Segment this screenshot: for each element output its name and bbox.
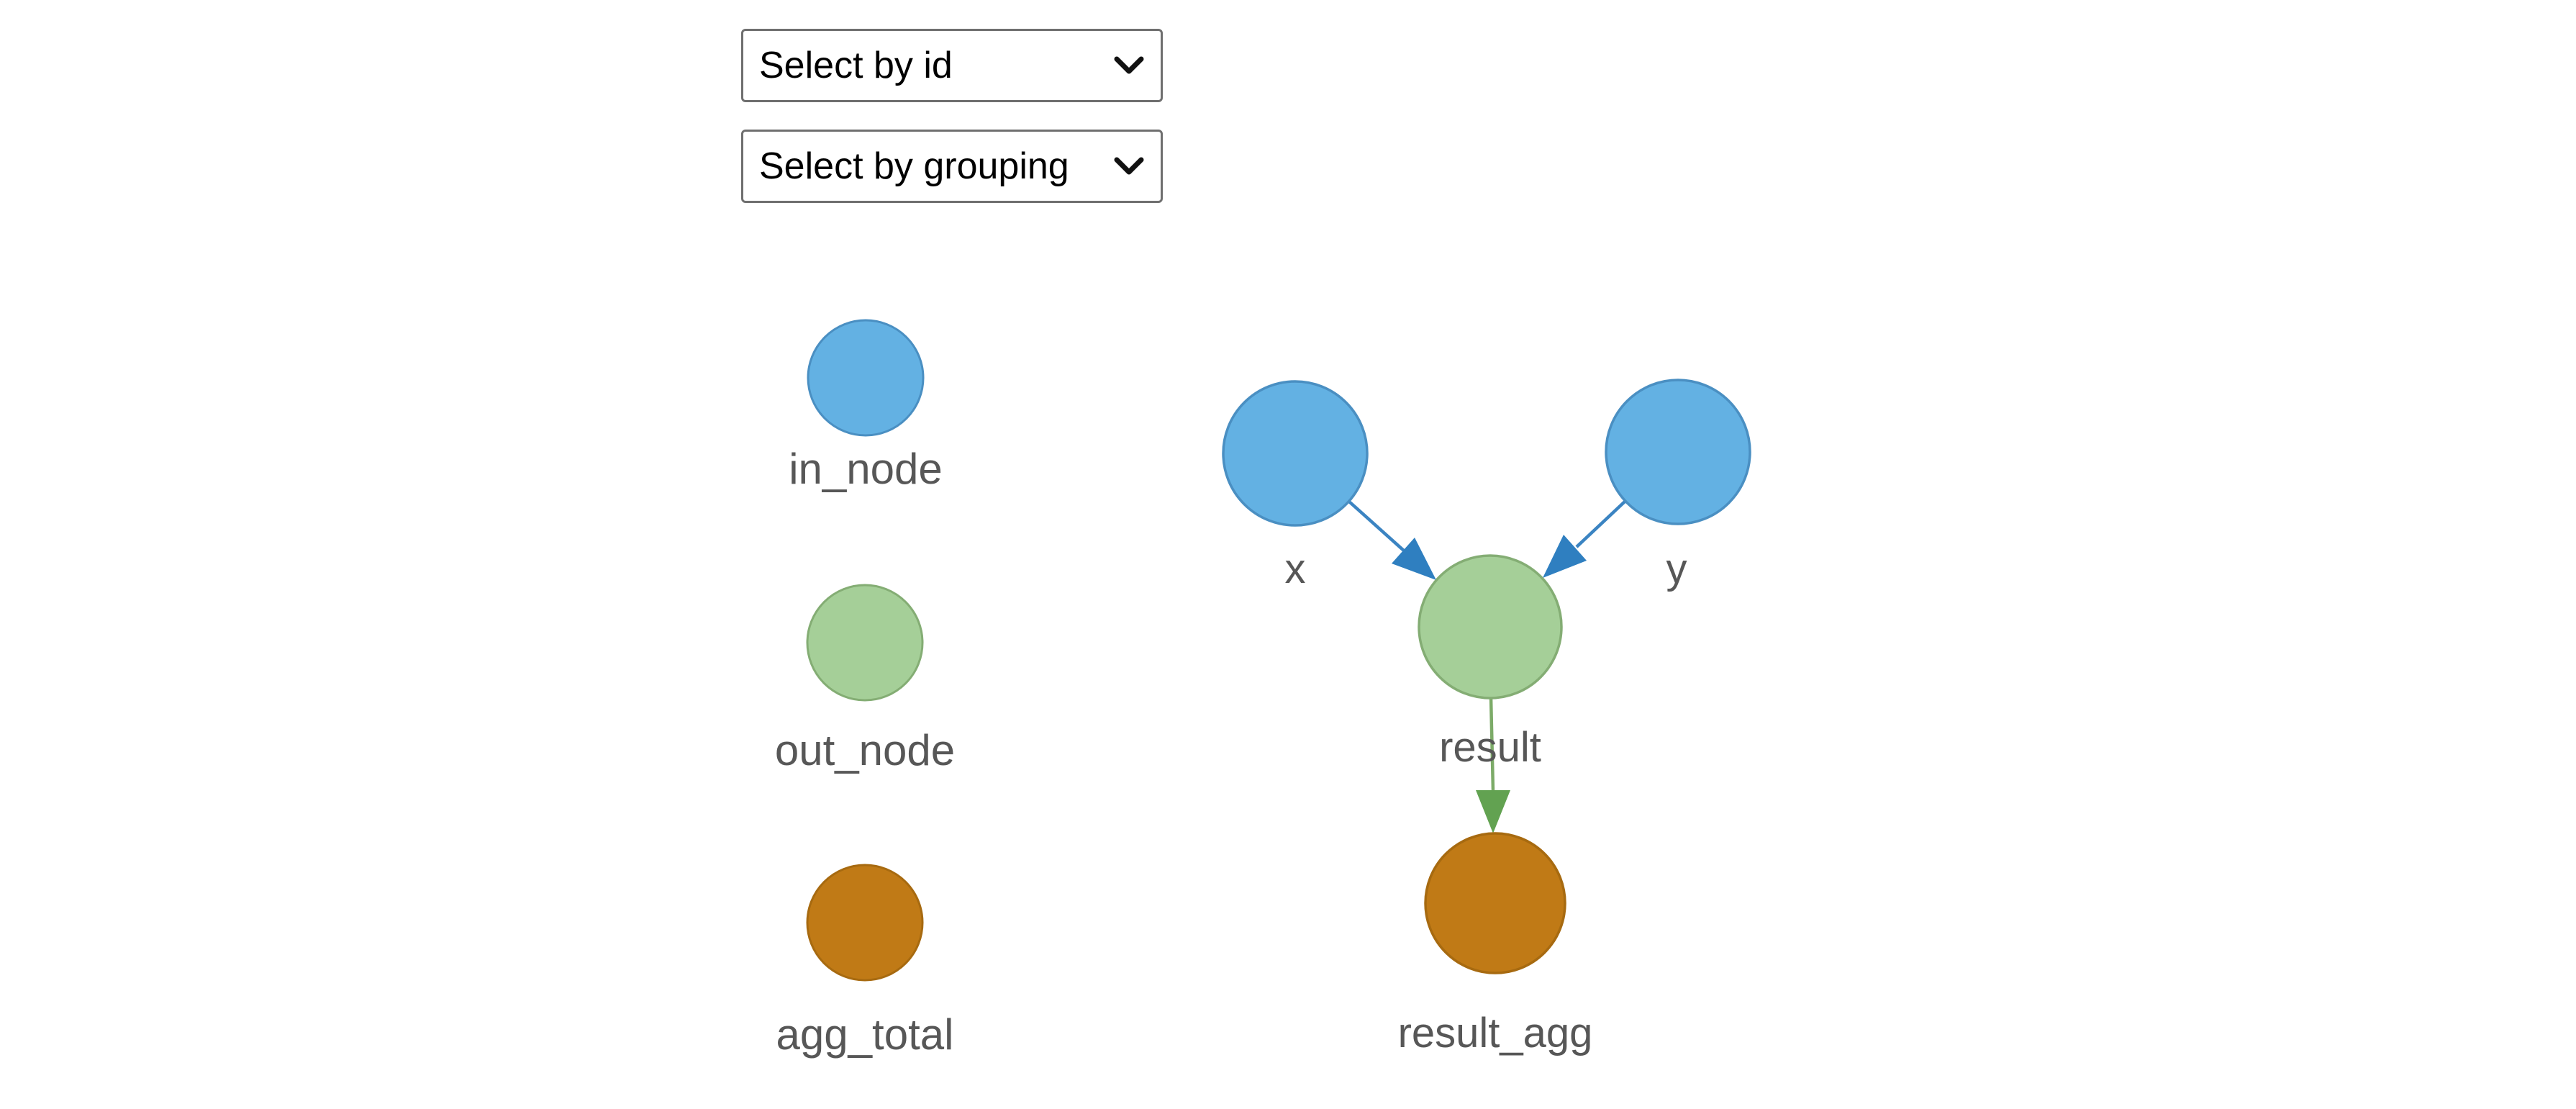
legend: in_node out_node agg_total: [775, 319, 955, 1059]
graph-node-label-x: x: [1285, 546, 1306, 592]
graph-node-result-agg[interactable]: [1424, 832, 1566, 974]
legend-label-in-node: in_node: [789, 445, 943, 493]
graph-node-label-y: y: [1666, 546, 1687, 592]
legend-label-out-node: out_node: [775, 726, 955, 774]
edge-result-resultagg-line: [1489, 696, 1495, 792]
select-by-grouping-dropdown[interactable]: Select by grouping: [741, 130, 1163, 203]
edge-x-result-line: [1348, 500, 1406, 553]
edge-y-result-arrowhead: [1543, 535, 1587, 578]
edge-result-resultagg-arrowhead: [1476, 790, 1510, 833]
graph-node-x[interactable]: [1222, 380, 1369, 527]
legend-swatch-agg-total: [806, 864, 924, 982]
select-by-grouping-wrapper: Select by grouping: [741, 130, 1163, 203]
graph-node-y[interactable]: [1605, 379, 1751, 525]
select-by-id-wrapper: Select by id: [741, 29, 1163, 102]
select-by-id-dropdown[interactable]: Select by id: [741, 29, 1163, 102]
legend-swatch-in-node: [807, 319, 925, 437]
graph-node-label-result: result: [1439, 724, 1541, 771]
legend-swatch-out-node: [806, 584, 924, 702]
edge-x-result-arrowhead: [1392, 538, 1436, 580]
graph-node-result[interactable]: [1418, 554, 1563, 700]
dag: x y result result_agg: [1222, 379, 1751, 1056]
legend-label-agg-total: agg_total: [776, 1010, 954, 1059]
edge-y-result-line: [1575, 500, 1626, 548]
graph-node-label-result-agg: result_agg: [1398, 1010, 1593, 1056]
